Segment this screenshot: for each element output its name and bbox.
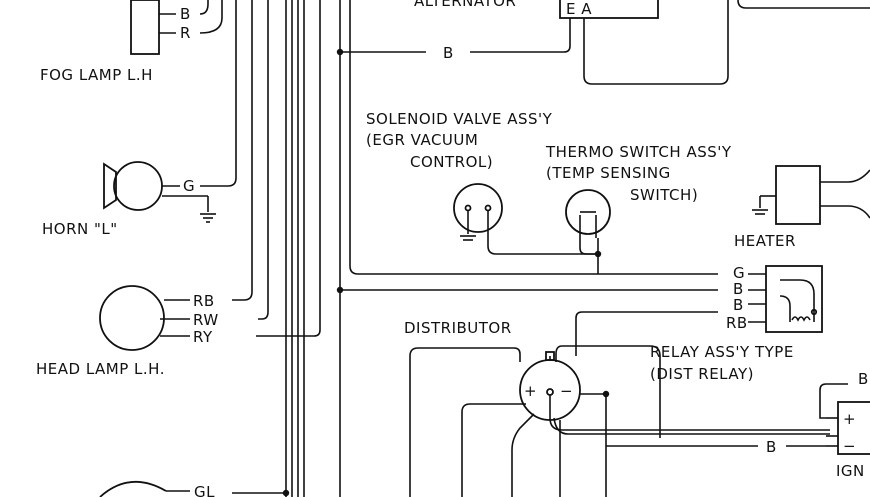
distributor-label: DISTRIBUTOR xyxy=(404,319,512,337)
thermo-label-2: (TEMP SENSING xyxy=(546,164,671,182)
horn-label: HORN "L" xyxy=(42,220,118,238)
horn-wire-g: G xyxy=(183,177,195,195)
head-wire-rb: RB xyxy=(193,292,215,310)
relay-wire-g: G xyxy=(733,264,745,282)
distributor xyxy=(409,345,830,497)
alternator xyxy=(340,0,870,85)
ign-wire-b: B xyxy=(766,438,777,456)
solenoid-label-2: (EGR VACUUM xyxy=(366,131,478,149)
fog-lamp xyxy=(130,0,223,55)
heater xyxy=(752,165,870,225)
alt-wire-b: B xyxy=(443,44,454,62)
distributor-plus: + xyxy=(524,382,537,400)
alternator-terminals: E A xyxy=(566,0,592,18)
relay-wire-b1: B xyxy=(733,280,744,298)
distributor-minus: − xyxy=(560,382,573,400)
bottom-wire-gl: GL xyxy=(194,483,215,497)
relay-label-2: (DIST RELAY) xyxy=(650,365,754,383)
horn xyxy=(103,0,237,223)
relay-label-1: RELAY ASS'Y TYPE xyxy=(650,343,794,361)
relay-connector xyxy=(340,265,823,356)
fog-wire-b: B xyxy=(180,5,191,23)
ign-wire-b-top: B xyxy=(858,370,869,388)
solenoid-label-3: CONTROL) xyxy=(410,153,493,171)
relay-wire-b2: B xyxy=(733,296,744,314)
head-wire-ry: RY xyxy=(193,328,213,346)
fog-lamp-label: FOG LAMP L.H xyxy=(40,66,153,84)
ignition-coil xyxy=(606,383,870,455)
head-lamp xyxy=(99,0,321,351)
relay-wire-rb: RB xyxy=(726,314,748,332)
solenoid-label-1: SOLENOID VALVE ASS'Y xyxy=(366,110,553,128)
ign-minus: − xyxy=(843,437,856,455)
alternator-label: ALTERNATOR xyxy=(414,0,516,10)
harness-bundle xyxy=(285,0,598,497)
head-lamp-label: HEAD LAMP L.H. xyxy=(36,360,165,378)
thermo-switch xyxy=(565,189,611,274)
solenoid-valve xyxy=(453,183,598,255)
thermo-label-1: THERMO SWITCH ASS'Y xyxy=(545,143,732,161)
head-wire-rw: RW xyxy=(193,311,219,329)
ign-label: IGN xyxy=(836,462,865,480)
fog-wire-r: R xyxy=(180,24,191,42)
heater-label: HEATER xyxy=(734,232,796,250)
ign-plus: + xyxy=(843,410,856,428)
thermo-label-3: SWITCH) xyxy=(630,186,698,204)
